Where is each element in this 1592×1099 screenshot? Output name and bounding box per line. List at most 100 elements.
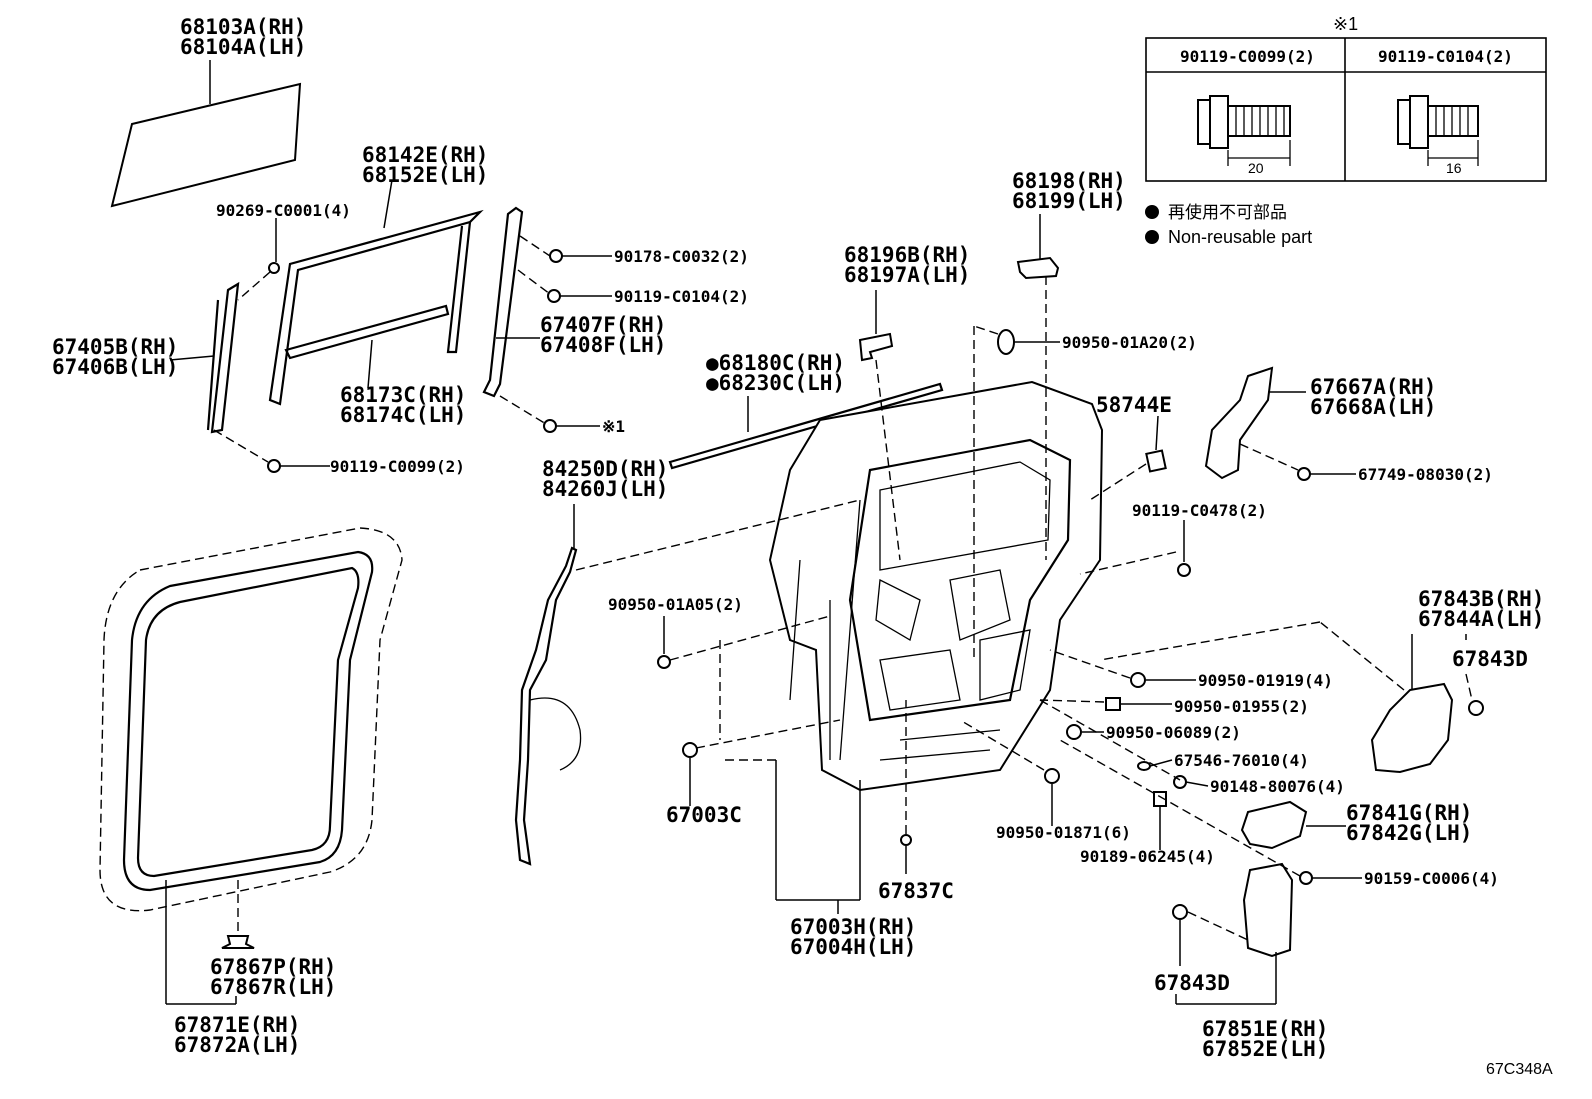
belt-molding-inner [284,304,450,360]
label-67668a: 67668A(LH) [1310,395,1436,419]
door-panel [768,380,1104,792]
label-68142e: 68142E(RH) [362,143,488,167]
label-90119-c0104: 90119-C0104(2) [614,287,749,306]
door-weatherstrip [122,550,374,892]
label-67841g: 67841G(RH) [1346,801,1472,825]
hinge-68196 [858,332,894,362]
label-67408f: 67408F(LH) [540,333,666,357]
bolt-90119-c0478-icon [1177,563,1191,577]
label-67003c: 67003C [666,803,742,827]
label-90159: 90159-C0006(4) [1364,869,1499,888]
bullet-icon [1145,205,1159,219]
bolt-16-icon [1397,95,1479,166]
table-mark: ※1 [1333,14,1358,34]
hinge-68198 [1016,256,1060,280]
part-labels: 68103A(RH) 68104A(LH) 68142E(RH) 68152E(… [52,15,1553,1078]
wire-harness [514,546,578,866]
plug-90950-01955-icon [1105,697,1121,711]
label-90950-01a05: 90950-01A05(2) [608,595,743,614]
label-68173c: 68173C(RH) [340,383,466,407]
label-67852e: 67852E(LH) [1202,1037,1328,1061]
label-67837c: 67837C [878,879,954,903]
washer-67546-icon [1137,761,1151,771]
label-68103a: 68103A(RH) [180,15,306,39]
label-67872a: 67872A(LH) [174,1033,300,1057]
screw-90159-icon [1299,871,1313,885]
bolt-90119-c0099-icon [267,459,281,473]
plug-90950-06089-icon [1066,724,1082,740]
label-90269: 90269-C0001(4) [216,201,351,220]
label-67405b: 67405B(RH) [52,335,178,359]
cover-67851e [1242,862,1294,958]
label-90148: 90148-80076(4) [1210,777,1345,796]
label-90178: 90178-C0032(2) [614,247,749,266]
label-68230c: ●68230C(LH) [706,371,845,395]
label-90189: 90189-06245(4) [1080,847,1215,866]
dim-16: 16 [1446,160,1462,176]
screw-67749-icon [1297,467,1311,481]
door-glass [110,82,302,208]
label-68197a: 68197A(LH) [844,263,970,287]
bolt-mark1-icon [543,419,557,433]
outside-molding [668,382,944,470]
fastener-table: ※1 90119-C0099(2) 90119-C0104(2) 20 [1145,14,1547,182]
label-67851e: 67851E(RH) [1202,1017,1328,1041]
table-col2-header: 90119-C0104(2) [1378,47,1513,66]
label-67004h: 67004H(LH) [790,935,916,959]
label-90950-01955: 90950-01955(2) [1174,697,1309,716]
clip-67867 [221,935,255,949]
label-58744e: 58744E [1096,393,1172,417]
label-67407f: 67407F(RH) [540,313,666,337]
label-67843d-lower: 67843D [1154,971,1230,995]
plug-90950-01919-icon [1130,672,1146,688]
nut-90178-icon [549,249,563,263]
run-channel-rear [482,206,524,398]
label-68174c: 68174C(LH) [340,403,466,427]
legend: 再使用不可部品 Non-reusable part [1145,202,1312,247]
guide-67841g [1240,800,1308,850]
label-67867p: 67867P(RH) [210,955,336,979]
label-mark1: ※1 [602,417,625,436]
window-frame-seal [268,209,484,406]
bolt-90119-c0104-icon [547,289,561,303]
leader-lines [165,179,1473,1005]
label-68180c: ●68180C(RH) [706,351,845,375]
plug-90950-01871-icon [1044,768,1060,784]
label-67844a: 67844A(LH) [1418,607,1544,631]
label-67667a: 67667A(RH) [1310,375,1436,399]
bolt-20-icon [1197,95,1291,166]
label-90119-c0478: 90119-C0478(2) [1132,501,1267,520]
bullet-icon [1145,230,1159,244]
clip-67843d-upper-icon [1468,700,1484,716]
dim-20: 20 [1248,160,1264,176]
label-67406b: 67406B(LH) [52,355,178,379]
label-67749: 67749-08030(2) [1358,465,1493,484]
clip-90269-icon [268,262,280,274]
run-channel-front [206,281,240,434]
label-90950-01919: 90950-01919(4) [1198,671,1333,690]
label-67867r: 67867R(LH) [210,975,336,999]
clip-67837c-icon [900,834,912,846]
grommet-90950-01a20 [997,329,1015,355]
plug-90950-01a05-icon [657,655,671,669]
label-68196b: 68196B(RH) [844,243,970,267]
label-90119-c0099: 90119-C0099(2) [330,457,465,476]
trim-67667a [1204,366,1274,480]
table-frame [1145,37,1547,182]
legend-jp: 再使用不可部品 [1168,202,1287,222]
label-90950-06089: 90950-06089(2) [1106,723,1241,742]
cover-67843b [1370,682,1454,774]
label-84260j: 84260J(LH) [542,477,668,501]
label-68104a: 68104A(LH) [180,35,306,59]
label-90950-01a20: 90950-01A20(2) [1062,333,1197,352]
label-67843d-upper: 67843D [1452,647,1528,671]
legend-en: Non-reusable part [1168,227,1312,247]
label-67871e: 67871E(RH) [174,1013,300,1037]
cushion-67003c-icon [682,742,698,758]
label-67003h: 67003H(RH) [790,915,916,939]
label-84250d: 84250D(RH) [542,457,668,481]
table-col1-header: 90119-C0099(2) [1180,47,1315,66]
fasteners [267,249,1484,920]
label-68199: 68199(LH) [1012,189,1126,213]
